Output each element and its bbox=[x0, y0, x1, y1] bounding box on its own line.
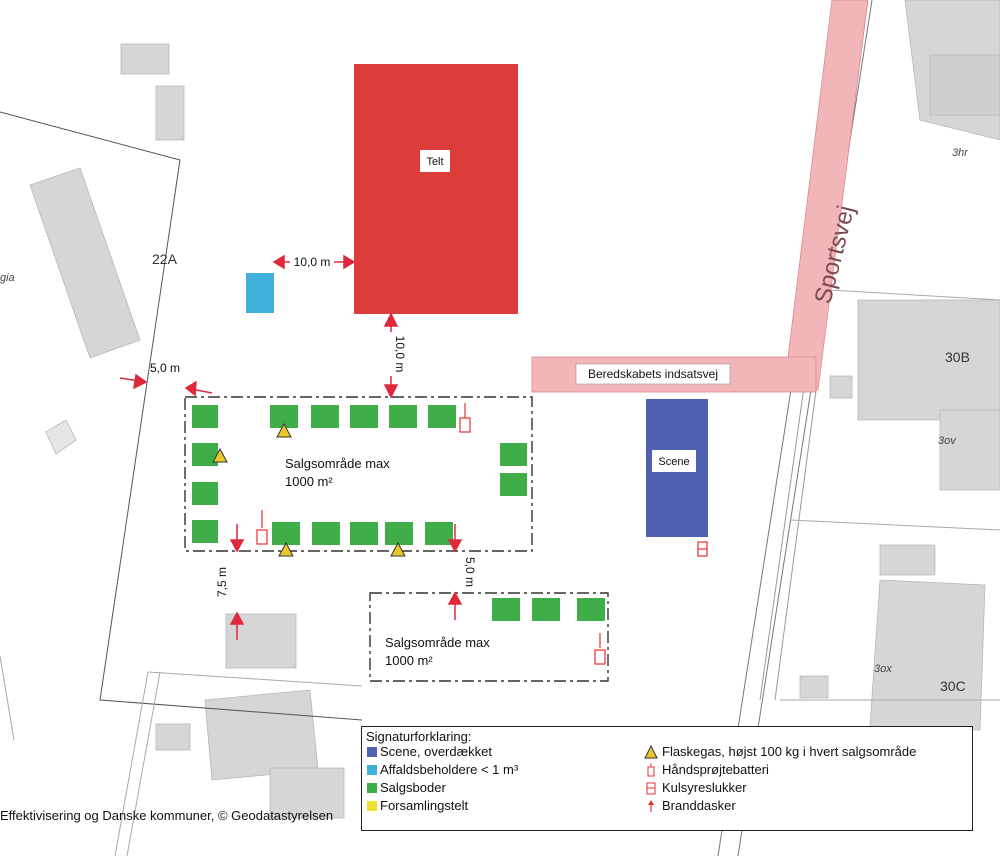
sales-area-1-line2: 1000 m² bbox=[285, 474, 333, 489]
hand-sprayer-icon bbox=[459, 403, 471, 433]
emergency-access-road bbox=[531, 0, 869, 393]
dimension-south-right: 5,0 m bbox=[463, 557, 477, 587]
co2-extinguisher-icon bbox=[646, 782, 656, 794]
legend-label: Håndsprøjtebatteri bbox=[662, 762, 769, 777]
dimension-tent-west: 10,0 m bbox=[294, 255, 331, 269]
dimension-south-left: 7,5 m bbox=[215, 567, 229, 597]
legend-item-scene: Scene, overdækket bbox=[367, 744, 492, 759]
legend-item-gas: Flaskegas, højst 100 kg i hvert salgsomr… bbox=[644, 744, 916, 759]
parcel-label-22a: 22A bbox=[152, 251, 178, 267]
parcel-label-30b: 30B bbox=[945, 349, 970, 365]
hand-sprayer-icon bbox=[647, 762, 655, 776]
hand-sprayer-icon bbox=[594, 633, 606, 665]
house-number-3ov: 3ov bbox=[938, 435, 957, 447]
legend-label: Flaskegas, højst 100 kg i hvert salgsomr… bbox=[662, 744, 917, 759]
gas-warning-icon bbox=[212, 447, 228, 463]
house-number-3hr: 3hr bbox=[952, 147, 969, 159]
partial-label: gia bbox=[0, 272, 15, 284]
dimension-arrows bbox=[119, 254, 463, 640]
legend-item-fire-beater: Branddasker bbox=[644, 798, 736, 813]
sales-area-2-line1: Salgsområde max bbox=[385, 635, 490, 650]
gas-warning-icons bbox=[212, 422, 406, 557]
sales-area-2 bbox=[369, 592, 609, 682]
legend-item-hand-sprayer: Håndsprøjtebatteri bbox=[644, 762, 769, 777]
sales-stalls bbox=[192, 405, 605, 621]
hand-sprayer-icons bbox=[256, 403, 606, 665]
legend-item-stalls: Salgsboder bbox=[367, 780, 446, 795]
stage-label: Scene bbox=[658, 456, 689, 468]
sales-area-1 bbox=[184, 396, 533, 552]
parcel-label-30c: 30C bbox=[940, 678, 966, 694]
legend-label: Scene, overdækket bbox=[380, 744, 493, 759]
legend-label: Kulsyreslukker bbox=[662, 780, 747, 795]
sales-area-1-line1: Salgsområde max bbox=[285, 456, 390, 471]
legend-swatch-scene bbox=[367, 746, 377, 757]
legend-item-tent: Forsamlingstelt bbox=[367, 798, 468, 813]
sales-area-2-line2: 1000 m² bbox=[385, 653, 433, 668]
hand-sprayer-icon bbox=[256, 510, 268, 545]
legend-title: Signaturforklaring: bbox=[366, 729, 472, 744]
access-road-label: Beredskabets indsatsvej bbox=[588, 367, 718, 381]
tent-label: Telt bbox=[426, 156, 443, 168]
gas-warning-icon bbox=[644, 744, 658, 758]
dimension-boundary-west: 5,0 m bbox=[150, 361, 180, 375]
legend-label: Branddasker bbox=[662, 798, 736, 813]
legend-item-co2: Kulsyreslukker bbox=[644, 780, 747, 795]
house-number-3ox: 3ox bbox=[874, 663, 892, 675]
legend-swatch-waste bbox=[367, 764, 377, 775]
co2-extinguisher-icon bbox=[697, 541, 708, 557]
map-legend: Signaturforklaring: Scene, overdækket Af… bbox=[361, 726, 973, 831]
fire-beater-icon bbox=[648, 799, 654, 812]
copyright-text: Effektivisering og Danske kommuner, © Ge… bbox=[0, 808, 334, 823]
gas-warning-icon bbox=[278, 541, 294, 557]
waste-container bbox=[246, 273, 274, 313]
legend-swatch-stalls bbox=[367, 782, 377, 793]
legend-swatch-tent bbox=[367, 800, 377, 811]
legend-label: Affaldsbeholdere < 1 m³ bbox=[380, 762, 519, 777]
legend-label: Salgsboder bbox=[380, 780, 446, 795]
legend-label: Forsamlingstelt bbox=[380, 798, 469, 813]
gas-warning-icon bbox=[390, 541, 406, 557]
legend-item-waste: Affaldsbeholdere < 1 m³ bbox=[367, 762, 518, 777]
dimension-tent-south: 10,0 m bbox=[393, 336, 407, 373]
background-buildings bbox=[29, 0, 1000, 819]
tent-area bbox=[354, 64, 518, 314]
gas-warning-icon bbox=[276, 422, 292, 438]
